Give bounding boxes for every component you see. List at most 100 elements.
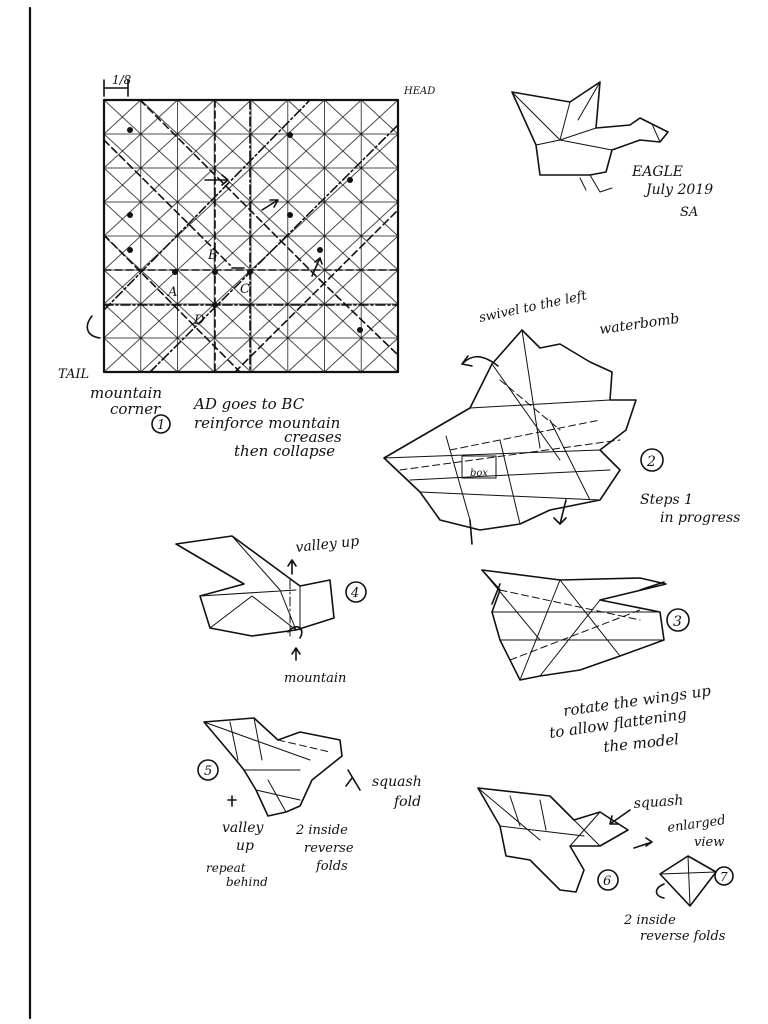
step2-swivel-label: swivel to the left	[478, 288, 589, 326]
diagonal-crease	[140, 167, 178, 203]
step-number-1: 1	[157, 418, 165, 433]
step5-fold-label: fold	[393, 794, 421, 810]
step3-sketch	[481, 569, 667, 681]
diagonal-crease	[177, 201, 215, 237]
squash-arrow	[609, 809, 631, 825]
eagle-signature: SA	[680, 205, 698, 220]
step4-sketch	[175, 535, 335, 661]
diagonal-crease	[324, 269, 362, 305]
diagonal-crease	[360, 269, 399, 305]
diagonal-crease	[324, 337, 362, 373]
eagle-title: EAGLE	[631, 164, 683, 180]
step-number-7: 7	[720, 870, 728, 884]
step2-sketch	[383, 329, 637, 545]
enlarge-arrow	[633, 837, 653, 849]
fold-arrow	[553, 499, 567, 525]
diagonal-crease	[324, 99, 362, 135]
diagonal-crease	[287, 99, 325, 135]
diagonal-crease	[177, 99, 215, 135]
diagonal-crease	[103, 269, 142, 305]
step7-view-label: view	[694, 835, 724, 850]
fold-arrow	[491, 583, 501, 605]
diagonal-crease	[287, 303, 325, 339]
step-number-4: 4	[350, 586, 359, 601]
diagonal-crease	[360, 99, 399, 135]
step1-text-4: then collapse	[234, 442, 335, 460]
diagonal-crease	[360, 337, 399, 373]
step-circle-3	[666, 608, 690, 632]
step7-inside-label: 2 inside	[623, 913, 676, 928]
swivel-arrow	[461, 355, 499, 367]
diagonal-crease	[213, 303, 252, 339]
valley-up-arrow	[287, 559, 297, 575]
point-label-a: A	[167, 285, 177, 300]
diagonal-crease	[324, 167, 362, 203]
diagonal-crease	[213, 99, 252, 135]
diagonal-crease	[140, 269, 178, 305]
crease-pattern: 1/8 HEAD A B C D	[86, 73, 435, 374]
step1-text-2: reinforce mountain	[194, 414, 340, 432]
diagonal-crease	[140, 99, 178, 135]
diagonal-crease	[140, 235, 178, 271]
diagonal-crease	[140, 337, 178, 373]
step5-folds-label: folds	[315, 859, 348, 874]
tail-label: TAIL	[58, 367, 89, 382]
diagonal-crease	[324, 133, 362, 169]
step2-box-label: box	[470, 468, 488, 479]
diagonal-crease	[324, 201, 362, 237]
step5-sketch	[203, 717, 361, 817]
step-number-5: 5	[204, 764, 212, 779]
diagonal-crease	[103, 167, 142, 203]
diagonal-crease	[324, 235, 362, 271]
diagonal-crease	[103, 99, 142, 135]
diagonal-crease	[140, 133, 178, 169]
mountain-corner-label-2: corner	[110, 400, 161, 418]
corner-arrow	[86, 315, 101, 339]
step-circle-4	[345, 581, 367, 603]
diagonal-crease	[250, 269, 289, 305]
diagonal-crease	[324, 303, 362, 339]
diagonal-crease	[287, 201, 325, 237]
step7-enlarged-label: enlarged	[666, 813, 726, 836]
step-circle-2	[640, 448, 664, 472]
step3-text-3: the model	[603, 730, 681, 756]
crease-diagonals	[103, 99, 399, 373]
diagonal-crease	[213, 235, 252, 271]
diagonal-crease	[250, 303, 289, 339]
fraction-label: 1/8	[112, 73, 132, 87]
diagonal-crease	[250, 99, 289, 135]
mountain-arrow	[287, 626, 303, 639]
diagonal-crease	[287, 269, 325, 305]
step6-sketch	[477, 787, 629, 893]
diagonal-crease	[213, 269, 252, 305]
step-number-3: 3	[673, 614, 682, 630]
step-circle-6	[597, 869, 619, 891]
step-circle-1	[151, 414, 171, 434]
diagonal-crease	[213, 201, 252, 237]
step4-mountain-label: mountain	[284, 671, 346, 686]
diagonal-crease	[360, 235, 399, 271]
step6-squash-label: squash	[633, 793, 684, 812]
diagonal-crease	[360, 167, 399, 203]
step-circle-5	[197, 759, 219, 781]
eagle-date: July 2019	[643, 182, 713, 198]
fold-arrow	[204, 174, 229, 186]
step4-valley-label: valley up	[295, 533, 360, 556]
diagonal-crease	[213, 167, 252, 203]
step1-text-1: AD goes to BC	[192, 395, 305, 413]
diagonal-crease	[360, 201, 399, 237]
diagonal-crease	[177, 269, 215, 305]
diagonal-crease	[250, 133, 289, 169]
diagonal-crease	[103, 303, 142, 339]
eagle-sketch	[511, 81, 669, 193]
step5-repeat-label: repeat	[206, 861, 246, 875]
step-circle-7	[714, 866, 734, 886]
diagonal-crease	[360, 133, 399, 169]
head-label: HEAD	[403, 86, 435, 97]
diagonal-crease	[103, 201, 142, 237]
fraction-marker	[103, 79, 129, 97]
fold-arrow	[469, 519, 473, 545]
diagonal-crease	[140, 303, 178, 339]
step-number-2: 2	[646, 454, 656, 470]
step-number-6: 6	[603, 874, 611, 889]
